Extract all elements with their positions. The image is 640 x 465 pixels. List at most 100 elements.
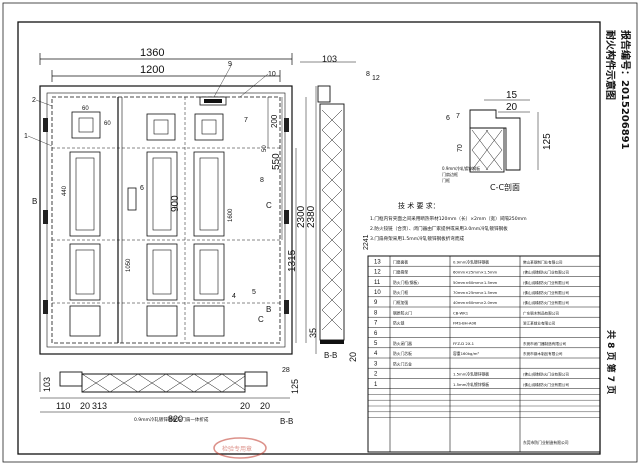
sheet-border-inner — [17, 21, 601, 455]
bom-cell-maker: (佛山)钢制防火门业有限公司 — [523, 270, 569, 275]
bom-cell-name: 防火门芯板 — [393, 351, 412, 356]
dim-60-mid: 60 — [104, 121, 111, 127]
bom-cell-no: 5 — [374, 341, 378, 347]
dim-28: 28 — [282, 367, 290, 374]
page-indicator: 共 8 页 第 7 页 — [605, 330, 617, 394]
bom-cell-name: 防火闭门器 — [393, 341, 412, 346]
report-number: 报告编号：2015206891 — [619, 30, 632, 150]
dim-440: 440 — [62, 185, 68, 196]
door-handle-symbol — [127, 187, 137, 211]
bom-cell-maker: (佛山)钢制防火门业有限公司 — [523, 382, 569, 387]
bottom-section-note: 0.9mm冷轧镀锌钢板与门扇一体折成 — [134, 416, 209, 423]
callout-6-cc: 6 — [446, 115, 450, 122]
bom-cell-no: 1 — [374, 382, 378, 388]
bom-cell-spec: 60mm×25mm×1.5mm — [453, 270, 498, 275]
cc-note-3: 门框 — [442, 177, 450, 183]
bom-cell-no: 12 — [374, 270, 381, 276]
cc-note-2: 门扇边框 — [442, 171, 458, 177]
bom-cell-no: 8 — [374, 310, 378, 316]
dim-70-cc: 70 — [457, 144, 464, 152]
bom-cell-spec: 70mm×25mm×1.5mm — [453, 290, 498, 295]
bom-cell-spec: 1.5mm冷轧镀锌钢板 — [453, 382, 489, 387]
bom-cell-spec: 1.5mm冷轧镀锌钢板 — [453, 372, 489, 377]
dim-313: 313 — [92, 401, 107, 411]
bom-cell-no: 7 — [374, 321, 378, 327]
dim-20-a: 20 — [80, 401, 90, 411]
callout-9: 9 — [228, 61, 232, 68]
section-bb-label: B-B — [324, 351, 337, 360]
dim-125-cc: 125 — [542, 133, 553, 150]
callout-5: 5 — [252, 289, 256, 296]
bom-cell-name: 防火门框 — [393, 290, 408, 295]
dim-1360: 1360 — [140, 47, 164, 59]
bom-cell-spec: CB-WK1 — [453, 310, 469, 315]
dim-20-cc: 20 — [506, 102, 518, 113]
dim-2380: 2380 — [306, 205, 317, 228]
tech-req-item-2: 2.防火铰链（合页）、闭门器由厂家提供或采用3.0mm冷轧镀锌钢板 — [370, 225, 508, 232]
bom-cell-no: 10 — [374, 290, 381, 296]
callout-2: 2 — [32, 97, 36, 104]
bom-cell-spec: 50mm×60mm×1.5mm — [453, 280, 498, 285]
tech-req-heading: 技 术 要 求： — [398, 201, 440, 210]
bom-cell-maker: (佛山)钢制防火门业有限公司 — [523, 372, 569, 377]
bom-cell-spec: 0.9mm冷轧镀锌钢板 — [453, 259, 489, 264]
dim-900: 900 — [170, 195, 181, 212]
bom-cell-no: 6 — [374, 331, 378, 337]
section-mark-c-bottom: C — [258, 315, 264, 324]
dim-110: 110 — [56, 401, 70, 411]
dim-20-c: 20 — [260, 401, 270, 411]
callout-4: 4 — [232, 293, 236, 300]
callout-7-cc: 7 — [456, 113, 460, 120]
inspection-stamp: 检验专用章 — [213, 437, 267, 459]
dim-1315: 1315 — [287, 249, 298, 272]
callout-8: 8 — [260, 177, 264, 184]
bom-cell-maker: 浙江某锁业有限公司 — [523, 321, 556, 326]
tech-req-item-3: 3.门扇骨架采用1.5mm冷轧镀锌钢板折弯而成 — [370, 235, 465, 242]
dim-1050: 1050 — [126, 258, 132, 272]
door-elevation: 1360 1200 — [24, 47, 317, 355]
dim-20-bb: 20 — [348, 352, 358, 362]
callout-1: 1 — [24, 133, 28, 140]
dim-20-b: 20 — [240, 401, 250, 411]
technical-requirements: 技 术 要 求： 1.门框内背夹面之间采用断热带材120mm（长）×2mm（宽）… — [370, 201, 527, 242]
bom-cell-maker: (佛山)钢制防火门业有限公司 — [523, 290, 569, 295]
tech-req-item-1: 1.门框内背夹面之间采用断热带材120mm（长）×2mm（宽）间隔250mm — [370, 215, 527, 222]
callout-7: 7 — [244, 117, 248, 124]
stamp-text: 检验专用章 — [222, 445, 252, 453]
callout-8-bb: 8 — [366, 71, 370, 78]
bom-cell-no: 11 — [374, 280, 381, 286]
dim-200: 200 — [270, 114, 279, 128]
cc-note-1: 0.9mm冷轧镀锌钢板 — [442, 165, 480, 171]
dim-125-bottom: 125 — [290, 379, 300, 394]
section-cc-label: C-C剖面 — [490, 182, 520, 192]
document-title: 耐火构件示意图 — [604, 30, 617, 100]
bom-cell-spec: FMS-BH-A06 — [453, 321, 477, 326]
side-title: 报告编号：2015206891 耐火构件示意图 共 8 页 第 7 页 — [604, 30, 632, 394]
bom-cell-spec: FFZ-D 2X-1 — [453, 341, 475, 346]
dim-1200: 1200 — [140, 64, 164, 76]
bom-cell-name: 防火门五金 — [393, 361, 412, 366]
section-mark-b-left: B — [32, 197, 37, 206]
bom-cell-spec: 容重160kg/m³ — [453, 351, 479, 356]
dim-2241: 2241 — [363, 234, 370, 250]
dim-550: 550 — [271, 153, 282, 170]
section-mark-c-top: C — [266, 201, 272, 210]
dim-35: 35 — [308, 328, 318, 338]
bom-cell-name: 门框加强 — [393, 300, 408, 305]
bom-cell-maker: (佛山)钢制防火门业有限公司 — [523, 300, 569, 305]
callout-10: 10 — [268, 71, 276, 78]
bom-cell-maker: (佛山)钢制防火门业有限公司 — [523, 280, 569, 285]
dim-50: 50 — [262, 145, 268, 152]
bom-cell-name: 钢质防火门 — [393, 310, 412, 315]
dim-103-bottom: 103 — [42, 377, 52, 392]
bom-footer-maker: 东莞市防门业制造有限公司 — [523, 440, 569, 445]
dim-2300: 2300 — [296, 205, 307, 228]
bom-cell-no: 13 — [374, 259, 381, 265]
section-bb: 103 2241 35 20 8 12 B-B — [300, 54, 380, 362]
section-cc: 15 20 125 70 6 7 0.9mm冷轧镀锌钢板 门扇边框 门框 C-C… — [442, 90, 553, 192]
bom-cell-maker: 广东钢木制品有限公司 — [523, 310, 559, 315]
dim-15: 15 — [506, 90, 518, 101]
bom-cell-no: 2 — [374, 372, 378, 378]
